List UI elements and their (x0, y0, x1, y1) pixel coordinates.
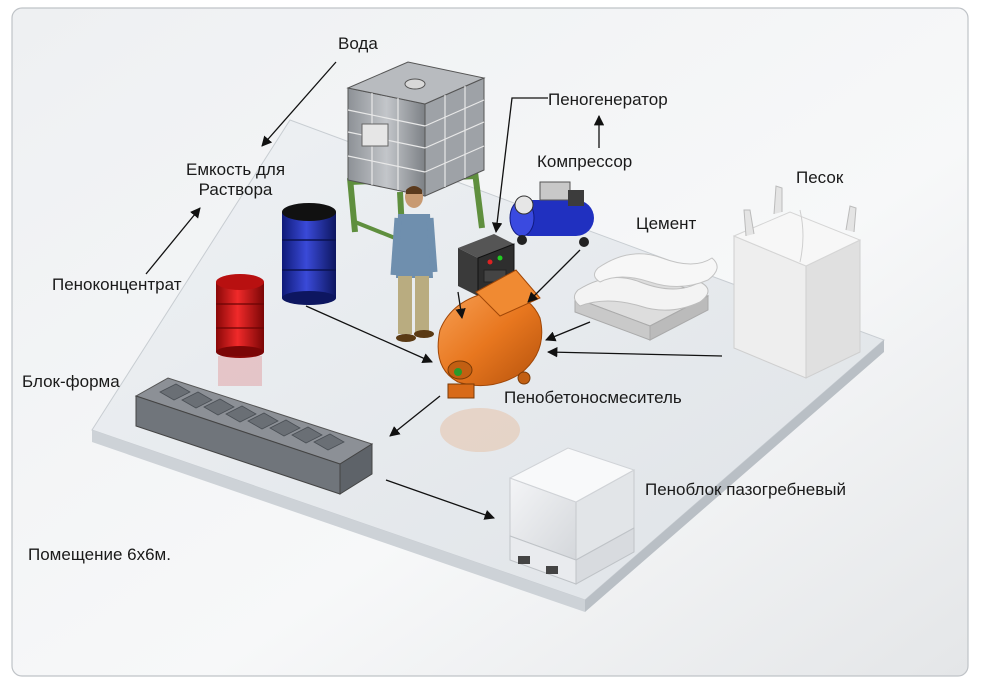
blue-barrel (282, 203, 336, 305)
block-mold (134, 377, 374, 495)
arrow-foam-generator (491, 97, 548, 234)
compressor (509, 181, 594, 247)
flow-arrows (145, 61, 723, 520)
label-foam-concentrate: Пеноконцентрат (52, 275, 182, 294)
label-cement: Цемент (636, 214, 697, 233)
ibc-water-tank (346, 61, 486, 251)
arrow-mixer-to-mold (389, 395, 441, 437)
label-room: Помещение 6х6м. (28, 545, 171, 564)
label-foam-concrete-mixer: Пенобетоносмеситель (504, 388, 682, 407)
arrow-cement-to-mixer (545, 321, 591, 342)
arrow-barrel-to-mixer (305, 305, 433, 363)
arrow-concentrate-to-tank (145, 207, 201, 275)
label-foam-generator: Пеногенератор (548, 90, 668, 109)
label-sand: Песок (796, 168, 844, 187)
sand-big-bag (732, 185, 862, 379)
arrow-water-to-tank (261, 61, 337, 147)
foam-block-pallet (508, 447, 636, 585)
arrow-generator-to-mixer (455, 291, 466, 320)
human-figure (390, 186, 438, 342)
label-water: Вода (338, 34, 378, 53)
label-block-mold: Блок-форма (22, 372, 120, 391)
cement-bags-pallet (573, 253, 718, 341)
arrow-compressor-to-mixer (527, 249, 581, 303)
label-tongue-groove-block: Пеноблок пазогребневый (645, 480, 846, 499)
red-barrel (216, 274, 264, 386)
arrow-mold-to-block (385, 479, 495, 520)
arrow-sand-to-mixer (546, 347, 723, 358)
label-solution-tank: Емкость для Раствора (186, 160, 286, 199)
label-compressor: Компрессор (537, 152, 633, 171)
